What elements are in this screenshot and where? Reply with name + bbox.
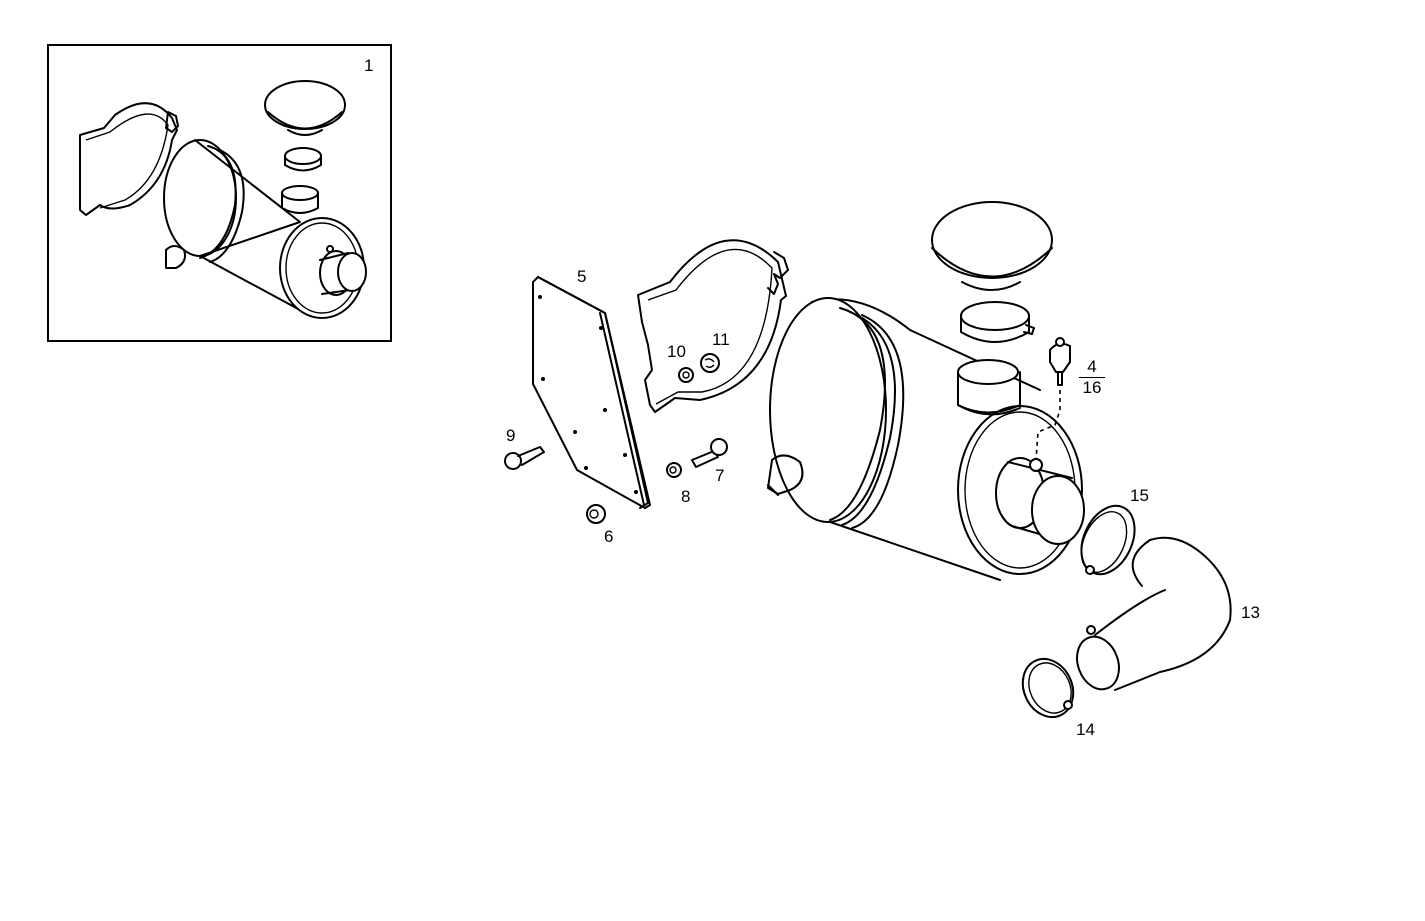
hose-clamp-part-15 [1080,504,1136,576]
callout-8: 8 [681,487,691,506]
service-indicator-part-4-16 [1035,337,1071,461]
callout-9: 9 [506,426,516,445]
inset-frame [47,44,392,342]
callout-1: 1 [364,56,374,75]
callout-4-numerator: 4 [1087,357,1097,376]
precleaner-cap [931,201,1053,291]
filter-housing [767,297,1085,581]
mounting-plate-part-5 [532,275,652,510]
callout-4-denominator: 16 [1082,378,1102,397]
callout-7: 7 [715,466,725,485]
elbow-hose-part-13 [1076,536,1232,691]
hose-clamp-part-14 [1021,657,1075,719]
nut-part-10 [678,367,694,383]
callout-10: 10 [667,342,686,361]
callout-6: 6 [604,527,614,546]
bolt-part-9 [504,446,545,470]
inlet-clamp [960,301,1035,343]
callout-5: 5 [577,267,587,286]
nut-part-11 [700,353,720,373]
bolt-part-7 [691,438,728,468]
inset-assembly [79,80,367,319]
washer-part-8 [666,462,682,478]
callout-11: 11 [712,330,730,349]
callout-13: 13 [1241,603,1260,622]
callout-15: 15 [1130,486,1149,505]
callout-4-16: 4 16 [1079,358,1105,397]
callout-14: 14 [1076,720,1095,739]
fraction-bar [1079,377,1105,378]
bracket-band [637,239,789,413]
nut-part-6 [586,504,606,524]
